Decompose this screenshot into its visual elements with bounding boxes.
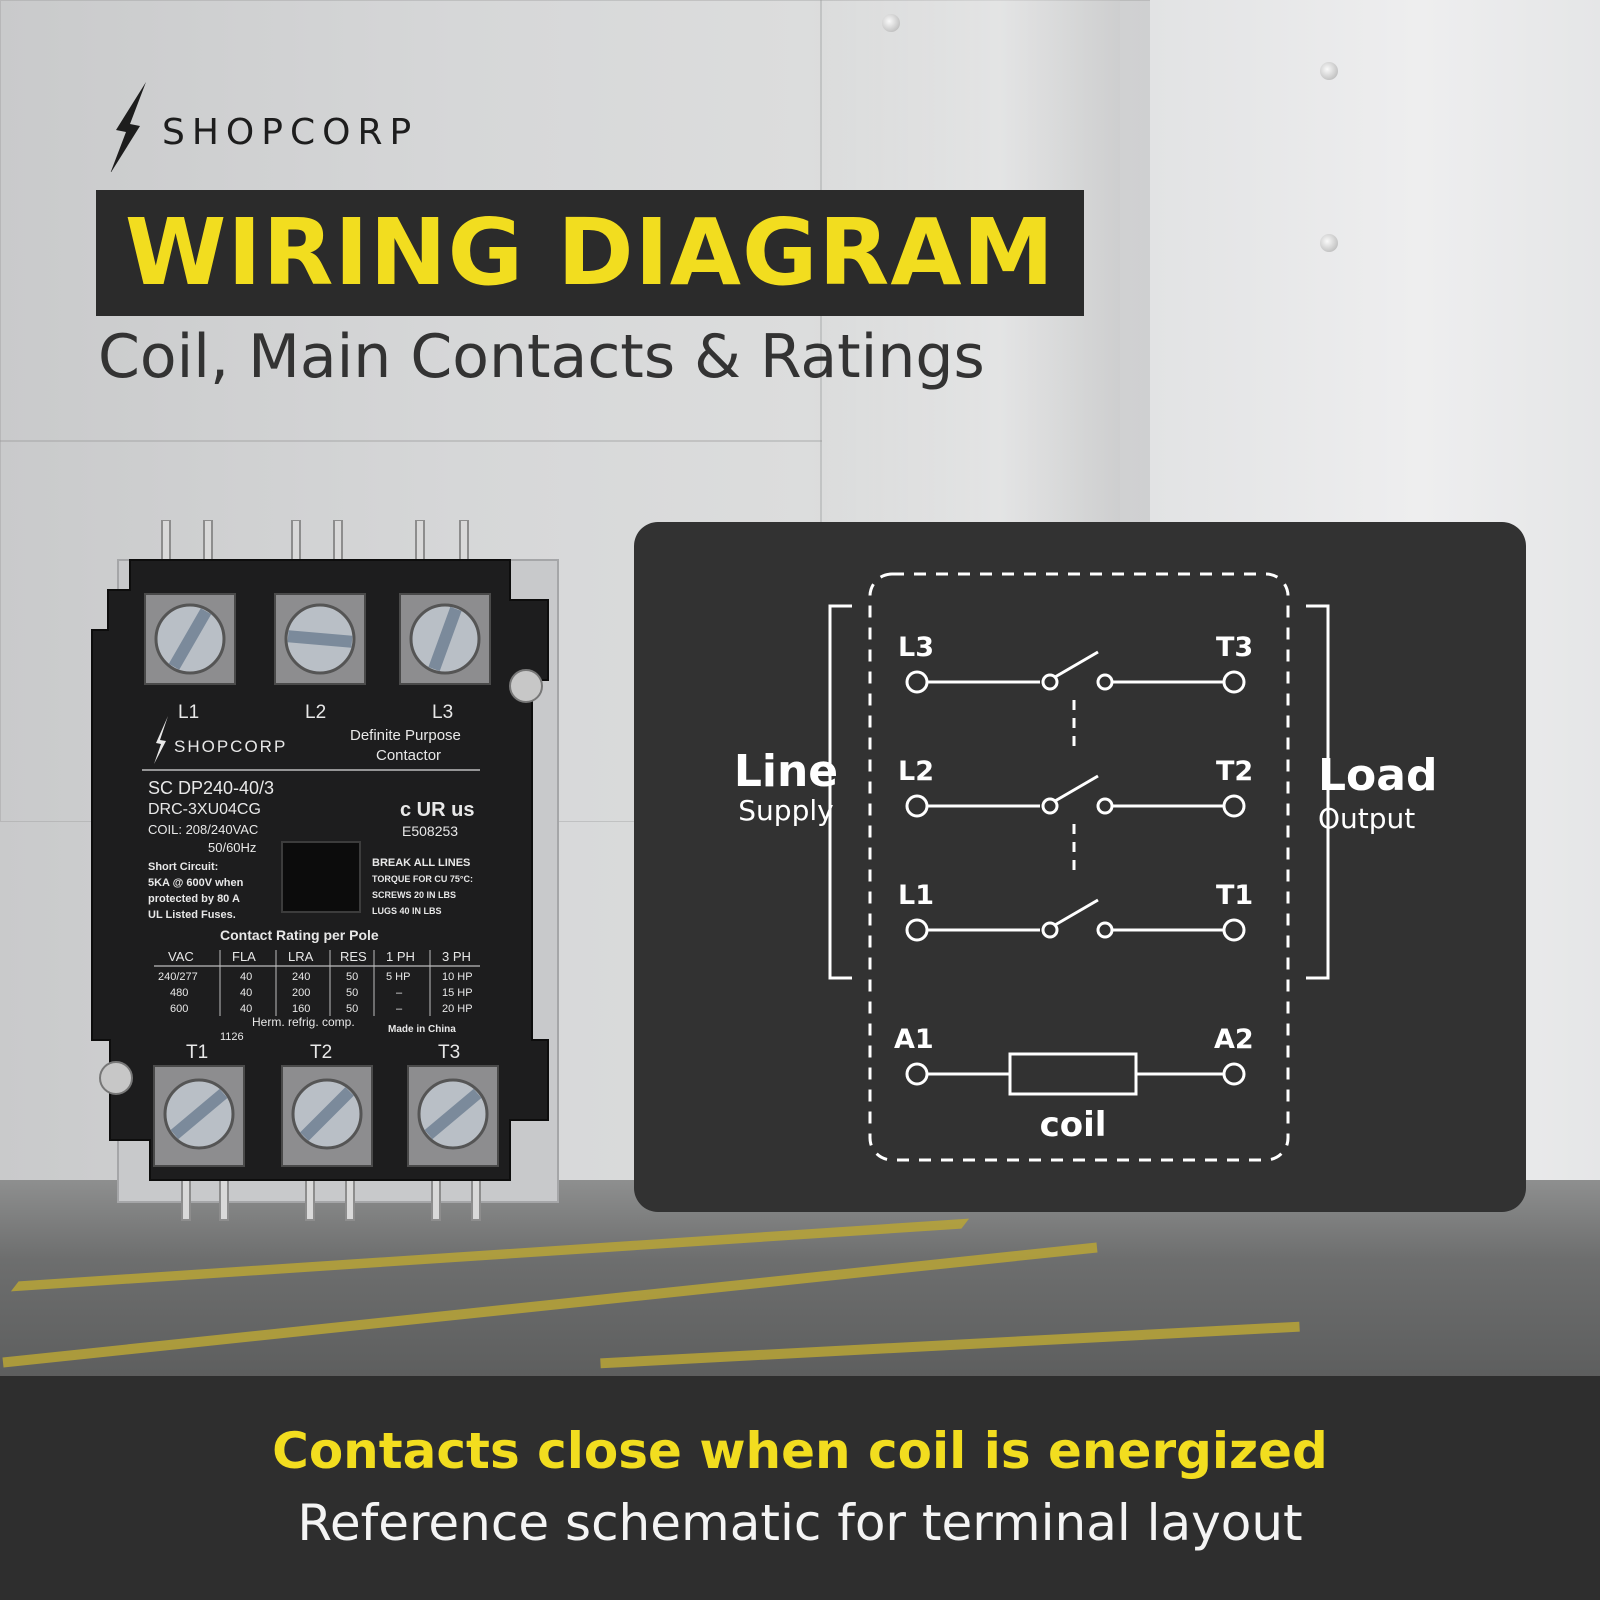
line-label: Line: [734, 746, 838, 797]
terminal-label-L1: L1: [898, 880, 934, 911]
rating-table-headers: VAC FLA LRA RES 1 PH 3 PH: [168, 949, 471, 964]
terminal-label-L2: L2: [898, 756, 934, 787]
short-circuit-line: protected by 80 A: [148, 893, 240, 905]
svg-text:240/277: 240/277: [158, 971, 198, 983]
terminal-label-L2: L2: [305, 702, 326, 723]
svg-text:200: 200: [292, 987, 310, 999]
terminal-label-L3: L3: [898, 632, 934, 663]
terminal-label-T3: T3: [1216, 632, 1253, 663]
svg-text:VAC: VAC: [168, 949, 194, 964]
product-part-number: DRC-3XU04CG: [148, 801, 261, 818]
product-type-line1: Definite Purpose: [350, 727, 461, 744]
svg-text:240: 240: [292, 971, 310, 983]
svg-text:FLA: FLA: [232, 949, 256, 964]
coil-symbol: [905, 1052, 1246, 1096]
floor: [0, 1180, 1600, 1380]
page-subtitle: Coil, Main Contacts & Ratings: [98, 322, 985, 392]
product-brand: SHOPCORP: [174, 737, 287, 756]
load-sublabel: Output: [1318, 802, 1415, 835]
floor-stripe: [600, 1321, 1300, 1369]
svg-text:20 HP: 20 HP: [442, 1003, 473, 1015]
break-lines-text: TORQUE FOR CU 75°C:: [372, 874, 473, 884]
short-circuit-line: UL Listed Fuses.: [148, 909, 236, 921]
schematic-panel: Line Supply Load Output: [634, 522, 1526, 1212]
rating-table-title: Contact Rating per Pole: [220, 927, 379, 943]
page-title: WIRING DIAGRAM: [124, 199, 1056, 306]
short-circuit-line: 5KA @ 600V when: [148, 877, 244, 889]
terminal-label-T1: T1: [186, 1042, 208, 1063]
svg-text:40: 40: [240, 971, 252, 983]
svg-text:50: 50: [346, 987, 358, 999]
line-sublabel: Supply: [738, 794, 833, 827]
svg-text:40: 40: [240, 987, 252, 999]
contactor-enclosure-outline: [868, 572, 1290, 1162]
terminal-label-T1: T1: [1216, 880, 1253, 911]
terminal-label-L1: L1: [178, 702, 199, 723]
line-bracket: [828, 604, 852, 980]
wall-bolt-icon: [1320, 62, 1338, 80]
product-frequency: 50/60Hz: [208, 840, 256, 855]
break-lines-text: BREAK ALL LINES: [372, 857, 470, 869]
contactor-product: L1 L2 L3 SHOPCORP Definite Purpose Conta…: [91, 520, 559, 1221]
ul-mark: c UR us: [400, 799, 474, 821]
brand-logo: SHOPCORP: [100, 82, 520, 172]
brand-name: SHOPCORP: [162, 112, 419, 153]
title-banner: WIRING DIAGRAM: [96, 190, 1084, 316]
coil-terminal-a2: A2: [1214, 1024, 1254, 1055]
product-model: SC DP240-40/3: [148, 778, 274, 798]
svg-text:3 PH: 3 PH: [442, 949, 471, 964]
lot-number: 1126: [220, 1031, 244, 1043]
rating-table-rows: 240/277 40 240 50 5 HP 10 HP 480 40 200 …: [158, 971, 473, 1015]
terminal-screws-top: [144, 593, 491, 685]
wall-bolt-icon: [1320, 234, 1338, 252]
load-label: Load: [1318, 750, 1437, 801]
product-type-line2: Contactor: [376, 747, 441, 764]
svg-text:1 PH: 1 PH: [386, 949, 415, 964]
banner-headline: Contacts close when coil is energized: [272, 1422, 1328, 1480]
pole-l3-t3: [905, 650, 1246, 694]
bottom-banner: Contacts close when coil is energized Re…: [0, 1376, 1600, 1600]
wall-bolt-icon: [882, 14, 900, 32]
terminal-label-L3: L3: [432, 702, 453, 723]
break-lines-text: SCREWS 20 IN LBS: [372, 890, 456, 900]
banner-subline: Reference schematic for terminal layout: [297, 1494, 1303, 1552]
rating-footnote: Herm. refrig. comp.: [252, 1015, 355, 1029]
svg-text:15 HP: 15 HP: [442, 987, 473, 999]
coil-label: coil: [1040, 1105, 1107, 1145]
mounting-screw-icon: [509, 669, 543, 703]
svg-text:LRA: LRA: [288, 949, 314, 964]
svg-text:600: 600: [170, 1003, 188, 1015]
svg-text:50: 50: [346, 1003, 358, 1015]
terminal-screws-bottom: [153, 1065, 499, 1167]
svg-text:160: 160: [292, 1003, 310, 1015]
terminal-label-T2: T2: [1216, 756, 1253, 787]
svg-text:5 HP: 5 HP: [386, 971, 410, 983]
short-circuit-line: Short Circuit:: [148, 861, 218, 873]
product-coil-rating: COIL: 208/240VAC: [148, 822, 258, 837]
svg-text:40: 40: [240, 1003, 252, 1015]
svg-text:RES: RES: [340, 949, 367, 964]
mounting-screw-icon: [99, 1061, 133, 1095]
wiring-schematic: Line Supply Load Output: [734, 572, 1437, 1162]
coil-terminal-a1: A1: [894, 1024, 934, 1055]
pole-l1-t1: [905, 898, 1246, 942]
country-of-origin: Made in China: [388, 1024, 456, 1035]
break-lines-text: LUGS 40 IN LBS: [372, 906, 442, 916]
plunger-window: [281, 841, 361, 913]
cert-number: E508253: [402, 823, 458, 839]
svg-text:480: 480: [170, 987, 188, 999]
terminal-label-T3: T3: [438, 1042, 460, 1063]
lightning-bolt-icon: [110, 82, 146, 172]
svg-text:10 HP: 10 HP: [442, 971, 473, 983]
terminal-label-T2: T2: [310, 1042, 332, 1063]
svg-text:50: 50: [346, 971, 358, 983]
svg-text:–: –: [396, 987, 403, 999]
pole-l2-t2: [905, 774, 1246, 818]
svg-text:–: –: [396, 1003, 403, 1015]
load-bracket: [1306, 604, 1330, 980]
